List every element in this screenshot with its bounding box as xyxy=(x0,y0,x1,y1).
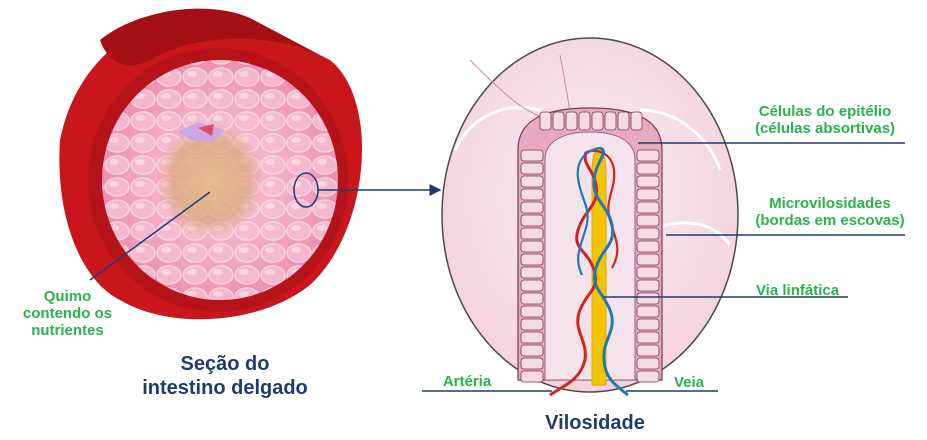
intestine-section xyxy=(59,9,362,320)
label-quimo-line3: nutrientes xyxy=(15,322,120,339)
epithelial-cell xyxy=(637,215,659,226)
epithelial-cell xyxy=(605,112,616,130)
epithelial-cell xyxy=(521,215,543,226)
epithelial-cell xyxy=(637,358,659,369)
epithelial-cell xyxy=(637,332,659,343)
epithelial-cell xyxy=(521,358,543,369)
epithelial-cell xyxy=(521,319,543,330)
label-microvilosidades: Microvilosidades (bordas em escovas) xyxy=(740,195,920,229)
epithelial-cell xyxy=(521,306,543,317)
epithelial-cell xyxy=(521,241,543,252)
epithelial-cell xyxy=(521,176,543,187)
epithelial-cell xyxy=(521,163,543,174)
title-secao-intestino: Seção do intestino delgado xyxy=(120,352,330,400)
epithelial-cell xyxy=(566,112,577,130)
epithelial-cell xyxy=(637,189,659,200)
label-quimo-line1: Quimo xyxy=(15,288,120,305)
epithelial-cell xyxy=(637,319,659,330)
epithelial-cell xyxy=(553,112,564,130)
label-via-linfatica: Via linfática xyxy=(740,282,855,299)
label-quimo: Quimo contendo os nutrientes xyxy=(15,288,120,339)
epithelial-cell xyxy=(637,150,659,161)
epithelial-cell xyxy=(637,345,659,356)
epithelial-cell xyxy=(521,332,543,343)
epithelial-cell xyxy=(521,254,543,265)
label-micro-line2: (bordas em escovas) xyxy=(740,212,920,229)
label-veia: Veia xyxy=(664,374,714,391)
epithelial-cell xyxy=(521,371,543,382)
epithelial-cell xyxy=(637,176,659,187)
epithelial-cell xyxy=(521,228,543,239)
epithelial-cell xyxy=(592,112,603,130)
epithelial-cell xyxy=(540,112,551,130)
epithelial-cell xyxy=(637,254,659,265)
villus-illustration xyxy=(442,38,738,395)
epithelial-cell xyxy=(521,345,543,356)
epithelial-cell xyxy=(637,241,659,252)
epithelial-cell xyxy=(521,202,543,213)
epithelial-cell xyxy=(637,228,659,239)
epithelial-cell xyxy=(637,267,659,278)
label-celulas-epitelio: Células do epitélio (células absortivas) xyxy=(735,103,915,137)
epithelial-cell xyxy=(521,293,543,304)
epithelial-cell xyxy=(637,293,659,304)
epithelial-cell xyxy=(521,189,543,200)
title-vilosidade: Vilosidade xyxy=(530,411,660,435)
epithelial-cell xyxy=(521,150,543,161)
epithelial-cell xyxy=(631,112,642,130)
label-celulas-line2: (células absortivas) xyxy=(735,120,915,137)
epithelial-cell xyxy=(521,280,543,291)
label-micro-line1: Microvilosidades xyxy=(740,195,920,212)
title-secao-line1: Seção do xyxy=(120,352,330,376)
epithelial-cell xyxy=(618,112,629,130)
epithelial-cell xyxy=(579,112,590,130)
label-arteria: Artéria xyxy=(432,373,502,390)
epithelial-cell xyxy=(637,306,659,317)
label-celulas-line1: Células do epitélio xyxy=(735,103,915,120)
title-secao-line2: intestino delgado xyxy=(120,376,330,400)
epithelial-cell xyxy=(521,267,543,278)
epithelial-cell xyxy=(637,163,659,174)
epithelial-cell xyxy=(637,280,659,291)
epithelial-cell xyxy=(637,371,659,382)
label-quimo-line2: contendo os xyxy=(15,305,120,322)
epithelial-cell xyxy=(637,202,659,213)
